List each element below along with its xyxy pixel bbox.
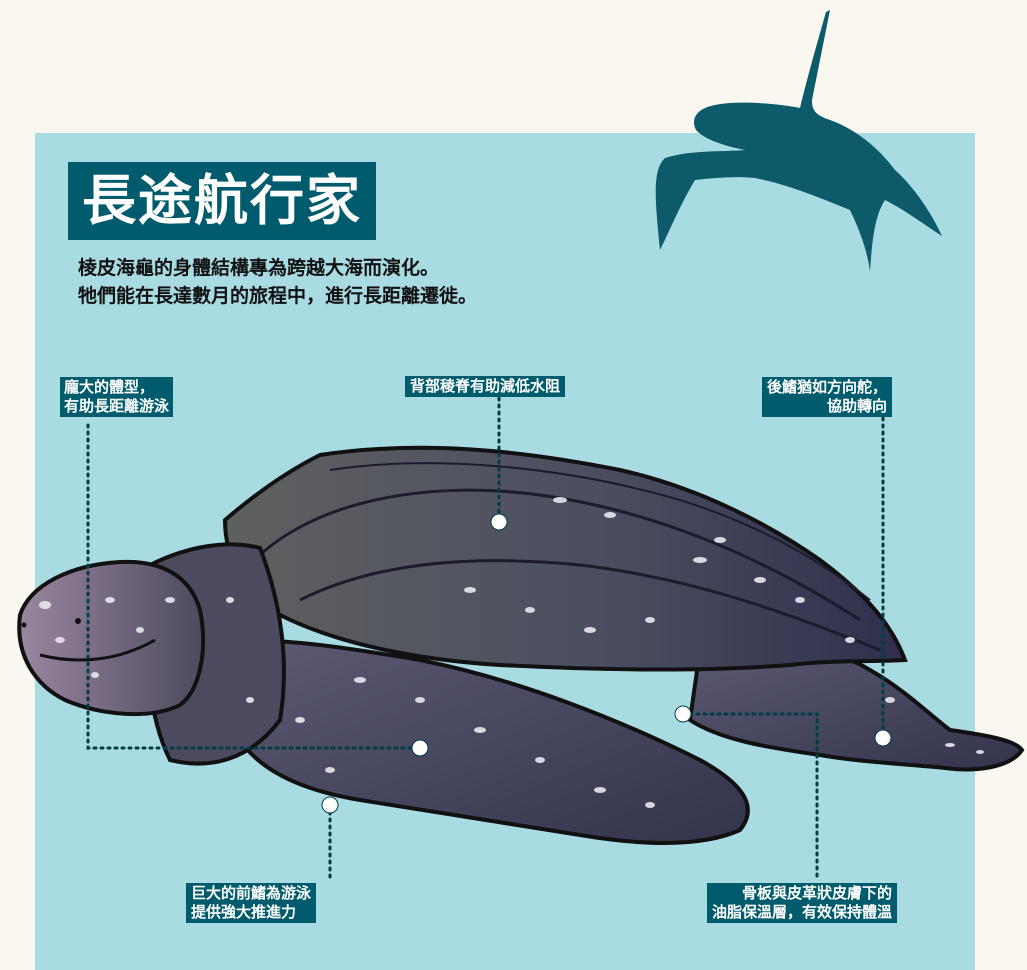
label-front-flippers-line-1: 巨大的前鰭為游泳 (191, 884, 312, 902)
callout-dot-body-size (411, 739, 429, 757)
callout-line-skin-layer (681, 712, 819, 882)
label-front-flippers: 巨大的前鰭為游泳 提供強大推進力 (186, 883, 317, 923)
callout-dot-back-ridges (490, 513, 508, 531)
label-body-size: 龐大的體型， 有助長距離游泳 (60, 377, 174, 417)
label-body-size-line-1: 龐大的體型， (64, 378, 155, 396)
turtle-silhouette-icon (655, 10, 942, 272)
label-front-flippers-line-2: 提供強大推進力 (191, 903, 297, 921)
subtitle-line-1: 棱皮海龜的身體結構專為跨越大海而演化。 (78, 257, 440, 279)
callout-dot-rear-flippers (874, 729, 892, 747)
callout-dot-front-flippers (321, 796, 339, 814)
label-skin-layer-line-1: 骨板與皮革狀皮膚下的 (742, 884, 893, 902)
label-back-ridges: 背部稜脊有助減低水阻 (405, 376, 566, 397)
label-rear-flippers-line-1: 後鰭猶如方向舵， (767, 378, 888, 396)
page-title: 長途航行家 (68, 162, 376, 240)
leatherback-turtle (17, 445, 1025, 845)
label-rear-flippers-line-2: 協助轉向 (827, 397, 888, 415)
callout-dot-skin-layer (674, 705, 692, 723)
label-skin-layer: 骨板與皮革狀皮膚下的 油脂保溫層，有效保持體溫 (707, 883, 898, 923)
subtitle-line-2: 牠們能在長達數月的旅程中，進行長距離遷徙。 (78, 285, 478, 307)
callout-line-body-size (86, 423, 422, 750)
label-body-size-line-2: 有助長距離游泳 (64, 397, 170, 415)
label-skin-layer-line-2: 油脂保溫層，有效保持體溫 (712, 903, 893, 921)
label-rear-flippers: 後鰭猶如方向舵， 協助轉向 (762, 377, 893, 417)
